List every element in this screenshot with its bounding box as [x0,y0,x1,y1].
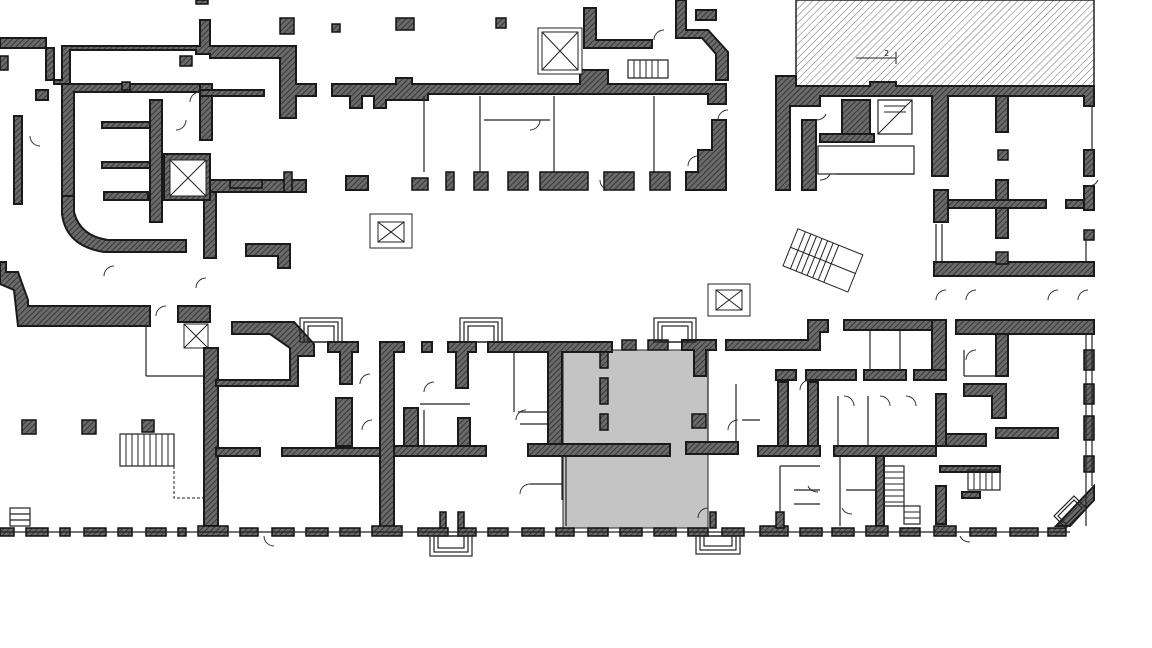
pillar [141,419,155,433]
top-right-wing [775,75,1095,277]
top-center-block [331,0,751,317]
bottom-exterior-wall [0,511,1070,537]
diagonal-stair [782,228,864,293]
courtyard-hatched-area [795,0,1095,87]
stair-right [883,465,1001,525]
scale-label: 2 [884,49,889,58]
corner-bay [1053,495,1087,529]
entrance-steps [9,317,741,557]
stair-left [119,433,204,499]
pillar [81,419,97,435]
scale-bar: 2 [856,49,897,64]
top-left-wing [0,0,507,349]
bottom-wing [0,317,1095,557]
door-swings [29,29,1099,547]
selected-room[interactable] [562,349,709,529]
pillar [21,419,37,435]
